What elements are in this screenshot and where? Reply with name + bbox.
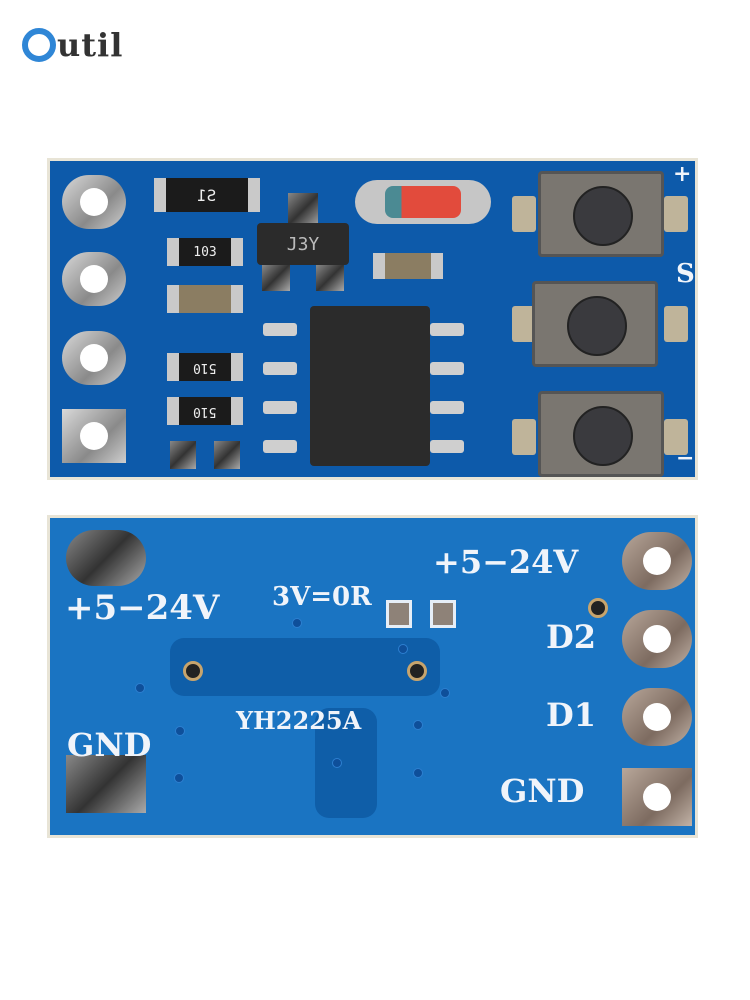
header-pin-1 bbox=[62, 175, 126, 229]
capacitor-1 bbox=[167, 285, 243, 313]
label-minus: − bbox=[676, 445, 695, 471]
resistor-103: 103 bbox=[167, 238, 243, 266]
pin-d1 bbox=[622, 688, 692, 746]
pin-gnd bbox=[622, 768, 692, 826]
smd-pad bbox=[214, 441, 240, 469]
resistor-510-a: 510 bbox=[167, 353, 243, 381]
transistor-pin bbox=[262, 265, 290, 291]
header-pin-4 bbox=[62, 409, 126, 463]
label-voltage-right: +5−24V bbox=[433, 543, 579, 581]
pcb-top-view: S1 103 510 510 J3Y + S − bbox=[47, 158, 698, 480]
label-voltage-left: +5−24V bbox=[65, 588, 220, 628]
smd-pad bbox=[170, 441, 196, 469]
pcb-bottom-view: +5−24V 3V=0R YH2225A GND +5−24V D2 D1 GN… bbox=[47, 515, 698, 838]
header-pin-3 bbox=[62, 331, 126, 385]
pin-d2 bbox=[622, 610, 692, 668]
transistor-pin bbox=[316, 265, 344, 291]
trace bbox=[170, 638, 440, 696]
jumper-pad-1 bbox=[386, 600, 412, 628]
transistor-pin bbox=[288, 193, 318, 227]
label-d2: D2 bbox=[546, 618, 597, 656]
label-jumper: 3V=0R bbox=[272, 582, 372, 612]
transistor-j3y: J3Y bbox=[257, 223, 349, 265]
label-d1: D1 bbox=[546, 696, 597, 734]
solder-pad-gnd-left bbox=[66, 755, 146, 813]
label-model: YH2225A bbox=[236, 706, 362, 735]
zener-diode bbox=[355, 180, 491, 224]
jumper-pad-2 bbox=[430, 600, 456, 628]
tact-button-minus[interactable] bbox=[538, 391, 664, 477]
trace bbox=[315, 708, 377, 818]
resistor-510-b: 510 bbox=[167, 397, 243, 425]
brand-logo: util bbox=[22, 28, 123, 62]
header-pin-2 bbox=[62, 252, 126, 306]
solder-pad-top-left bbox=[66, 530, 146, 586]
pin-vcc bbox=[622, 532, 692, 590]
logo-text: util bbox=[57, 26, 124, 64]
ic-sop8 bbox=[310, 306, 430, 466]
tact-button-set[interactable] bbox=[532, 281, 658, 367]
label-plus: + bbox=[673, 161, 692, 187]
label-gnd-left: GND bbox=[67, 726, 152, 764]
capacitor-2 bbox=[373, 253, 443, 279]
tact-button-plus[interactable] bbox=[538, 171, 664, 257]
label-s: S bbox=[676, 259, 695, 289]
diode-s1: S1 bbox=[154, 178, 260, 212]
logo-o-icon bbox=[22, 28, 56, 62]
label-gnd-right: GND bbox=[500, 772, 585, 810]
